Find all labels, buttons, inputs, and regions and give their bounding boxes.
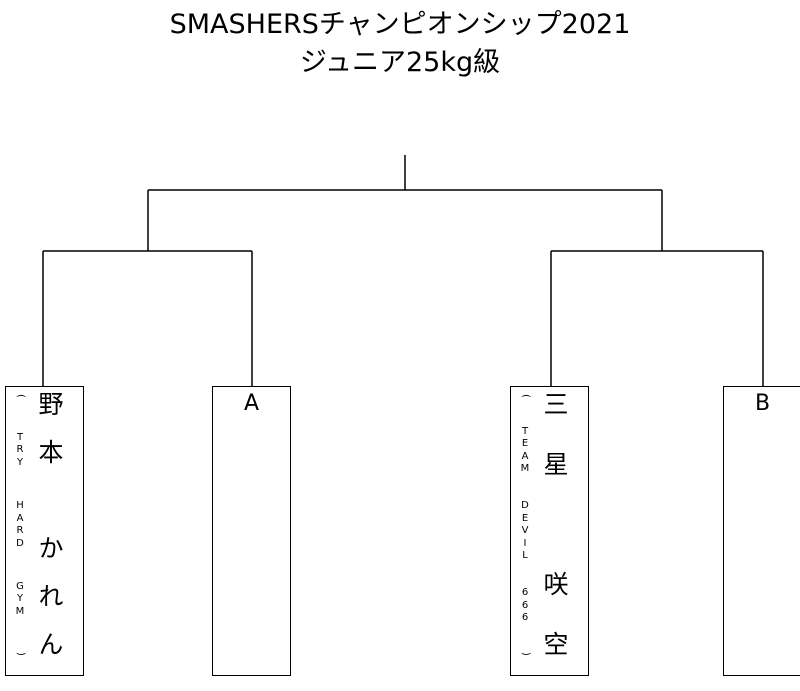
final-line (148, 155, 662, 191)
semifinal-right-line (550, 190, 764, 386)
close-paren: ) (520, 652, 531, 656)
team-char: E (521, 438, 529, 449)
team-char: Y (16, 593, 24, 605)
team-char: T (16, 431, 24, 443)
player-name: 野本 かれん (35, 391, 64, 679)
team-char: 6 (521, 612, 529, 623)
open-paren: ( (15, 394, 26, 398)
entry-slot-2: A (212, 386, 291, 676)
team-char: V (521, 525, 529, 536)
team-char: I (523, 537, 527, 549)
team-char: Y (16, 456, 24, 468)
slot-label-a: A (243, 391, 260, 416)
team-char: G (16, 580, 24, 592)
player-name: 三星 咲空 (540, 391, 569, 691)
bracket-lines (42, 155, 764, 386)
open-paren: ( (520, 394, 531, 398)
team-char: M (15, 605, 25, 617)
semifinal-left-line (42, 190, 253, 386)
team-char: R (16, 525, 24, 536)
team-char: D (16, 537, 24, 549)
team-char: D (521, 500, 529, 511)
team-char: 6 (521, 599, 529, 611)
team-char: T (521, 425, 529, 437)
tournament-title: SMASHERSチャンピオンシップ2021 (169, 9, 631, 40)
slot-label-b: B (754, 391, 771, 416)
entry-slot-4: B (723, 386, 800, 676)
team-char: 6 (521, 587, 529, 598)
close-paren: ) (15, 652, 26, 656)
team-char: R (16, 444, 24, 456)
team-char: A (16, 512, 24, 524)
team-char: E (521, 512, 529, 524)
team-char: L (522, 550, 528, 561)
division-title: ジュニア25kg級 (299, 47, 501, 78)
team-char: A (521, 450, 529, 462)
team-char: M (520, 463, 530, 474)
team-char: H (16, 500, 24, 511)
